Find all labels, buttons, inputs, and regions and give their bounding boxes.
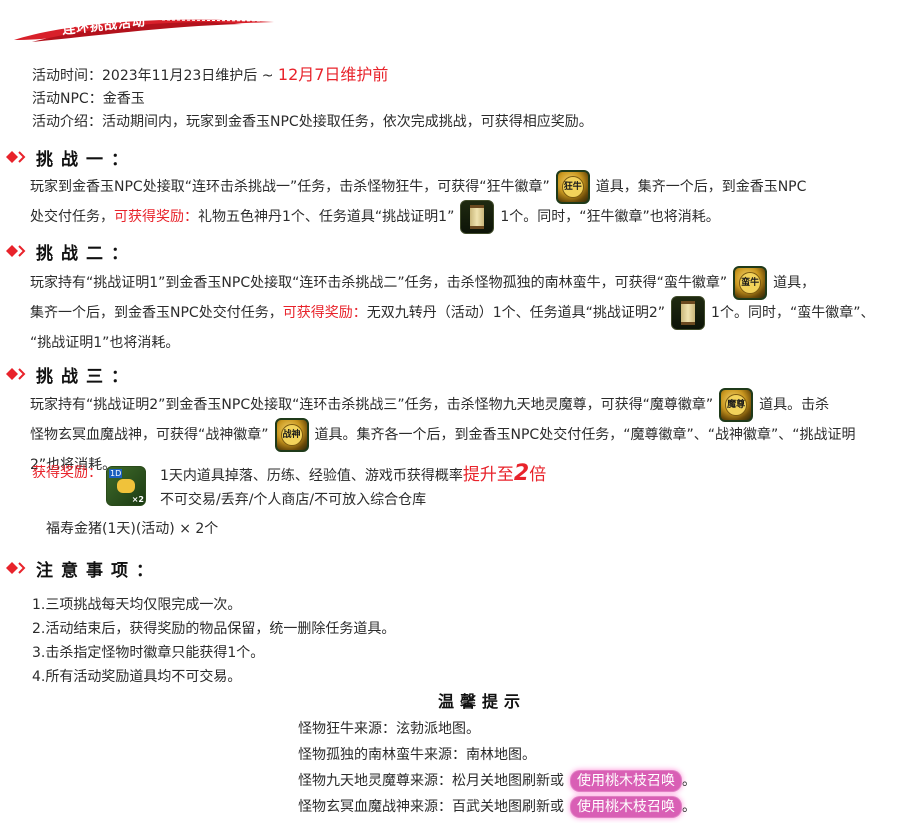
challenge1-heading: 挑战一： [6, 145, 136, 170]
summon-peachwood-badge: 使用桃木枝召唤 [570, 770, 682, 792]
tip-row: 怪物九天地灵魔尊来源：松月关地图刷新或使用桃木枝召唤。 [298, 768, 696, 794]
challenge3-heading: 挑战三： [6, 362, 136, 387]
challenge2-line3: “挑战证明1”也将消耗。 [30, 335, 180, 351]
challenge2-title: 挑战二： [36, 243, 136, 264]
challenge2-reward-label: 可获得奖励： [282, 305, 367, 321]
challenge3-reward-label: 获得奖励： [32, 465, 102, 481]
tips-list: 怪物狂牛来源：泫勃派地图。 怪物孤独的南林蛮牛来源：南林地图。 怪物九天地灵魔尊… [298, 716, 696, 820]
mozun-badge-icon: 魔尊 [719, 388, 754, 422]
notes-list: 1.三项挑战每天均仅限完成一次。 2.活动结束后，获得奖励的物品保留，统一删除任… [32, 593, 395, 689]
notes-title: 注意事项： [36, 560, 161, 581]
banner-ribbon [14, 19, 274, 42]
challenge3-reward-note: 不可交易/丢弃/个人商店/不可放入综合仓库 [160, 492, 427, 508]
tip-row: 怪物玄冥血魔战神来源：百武关地图刷新或使用桃木枝召唤。 [298, 794, 696, 820]
challenge1-title: 挑战一： [36, 149, 136, 170]
list-item: 2.活动结束后，获得奖励的物品保留，统一删除任务道具。 [32, 621, 396, 637]
challenge1-line1a: 玩家到金香玉NPC处接取“连环击杀挑战一”任务，击杀怪物狂牛，可获得“狂牛徽章” [30, 179, 550, 195]
proof-scroll-icon [671, 296, 706, 330]
challenge1-line1b: 道具，集齐一个后，到金香玉NPC [595, 179, 807, 195]
challenge1-body: 玩家到金香玉NPC处接取“连环击杀挑战一”任务，击杀怪物狂牛，可获得“狂牛徽章”… [30, 170, 807, 234]
tip-row: 怪物狂牛来源：泫勃派地图。 [298, 721, 480, 737]
list-item: 1.三项挑战每天均仅限完成一次。 [32, 597, 242, 613]
challenge3-reward-desc: 1天内道具掉落、历练、经验值、游戏币获得概率提升至2倍 [160, 461, 547, 486]
challenge2-line2a: 集齐一个后，到金香玉NPC处交付任务， [30, 305, 283, 321]
challenge3-line3: 2”也将消耗。 [30, 457, 117, 473]
challenge2-line2b: 无双九转丹（活动）1个、任务道具“挑战证明2” [366, 305, 666, 321]
challenge3-line1b: 道具。击杀 [759, 397, 830, 413]
challenge2-line1b: 道具， [773, 275, 816, 291]
tips-title: 温馨提示 [438, 692, 527, 711]
challenge3-reward-item: 福寿金猪(1天)(活动) × 2个 [46, 521, 219, 537]
event-banner: 连环挑战活动 [12, 6, 278, 46]
diamond-arrow-icon [6, 245, 26, 257]
event-time: 活动时间：2023年11月23日维护后 ~ 12月7日维护前 [32, 64, 388, 87]
challenge3-body: 玩家持有“挑战证明2”到金香玉NPC处接取“连环击杀挑战三”任务，击杀怪物九天地… [30, 388, 856, 480]
proof-scroll-icon [460, 200, 495, 234]
challenge1-reward-label: 可获得奖励： [114, 209, 198, 225]
challenge2-line1a: 玩家持有“挑战证明1”到金香玉NPC处接取“连环击杀挑战二”任务，击杀怪物孤独的… [30, 275, 728, 291]
list-item: 4.所有活动奖励道具均不可交易。 [32, 669, 242, 685]
challenge3-line1a: 玩家持有“挑战证明2”到金香玉NPC处接取“连环击杀挑战三”任务，击杀怪物九天地… [30, 397, 714, 413]
event-npc: 活动NPC：金香玉 [32, 91, 145, 107]
challenge3-line2b: 道具。集齐各一个后，到金香玉NPC处交付任务，“魔尊徽章”、“战神徽章”、“挑战… [314, 427, 856, 443]
notes-heading: 注意事项： [6, 556, 161, 581]
summon-peachwood-badge: 使用桃木枝召唤 [570, 796, 682, 818]
manniu-badge-icon: 蛮牛 [733, 266, 768, 300]
diamond-arrow-icon [6, 562, 26, 574]
event-intro: 活动介绍：活动期间内，玩家到金香玉NPC处接取任务，依次完成挑战，可获得相应奖励… [32, 114, 593, 130]
challenge2-body: 玩家持有“挑战证明1”到金香玉NPC处接取“连环击杀挑战二”任务，击杀怪物孤独的… [30, 266, 875, 358]
challenge1-line2c: 1个。同时，“狂牛徽章”也将消耗。 [500, 209, 720, 225]
golden-pig-icon: 1D ×2 [106, 466, 146, 506]
diamond-arrow-icon [6, 368, 26, 380]
challenge2-heading: 挑战二： [6, 239, 136, 264]
event-time-end: 12月7日维护前 [277, 65, 389, 84]
zhanshen-badge-icon: 战神 [274, 418, 309, 452]
challenge3-title: 挑战三： [36, 366, 136, 387]
tip-row: 怪物孤独的南林蛮牛来源：南林地图。 [298, 747, 536, 763]
diamond-arrow-icon [6, 151, 26, 163]
challenge1-line2a: 处交付任务， [30, 209, 114, 225]
challenge2-line2c: 1个。同时，“蛮牛徽章”、 [711, 305, 875, 321]
kuangniu-badge-icon: 狂牛 [555, 170, 590, 204]
event-time-prefix: 活动时间：2023年11月23日维护后 ~ [32, 68, 278, 84]
challenge3-line2a: 怪物玄冥血魔战神，可获得“战神徽章” [30, 427, 269, 443]
list-item: 3.击杀指定怪物时徽章只能获得1个。 [32, 645, 265, 661]
challenge1-line2b: 礼物五色神丹1个、任务道具“挑战证明1” [198, 209, 455, 225]
